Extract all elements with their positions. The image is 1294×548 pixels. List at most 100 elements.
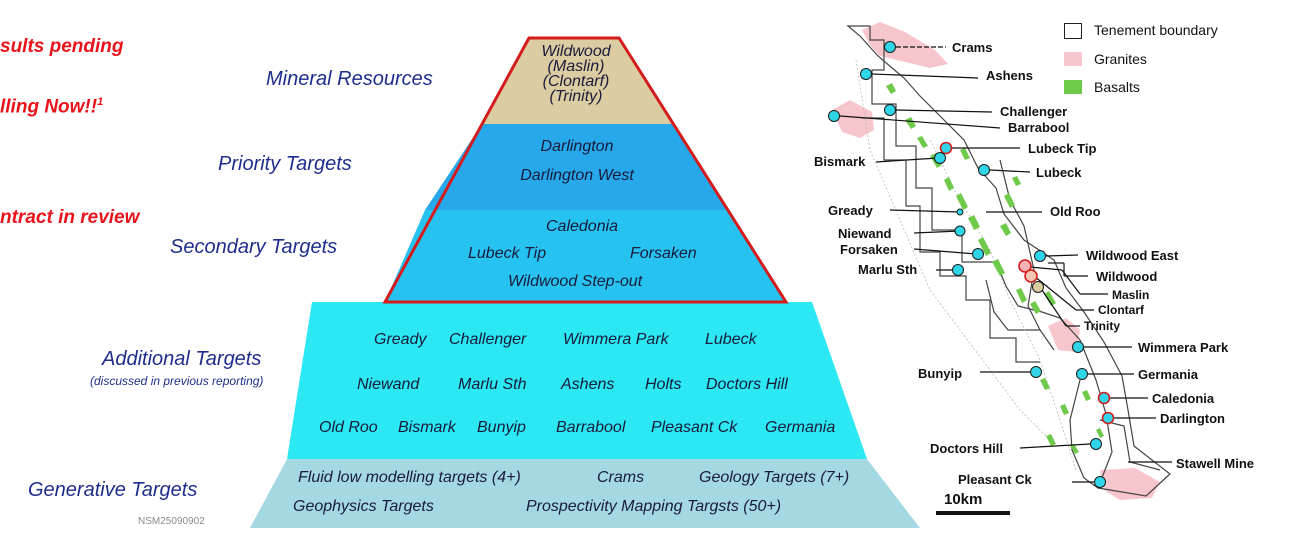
- tier-label-additional: Additional Targets: [102, 348, 262, 370]
- document-code: NSM25090902: [138, 516, 205, 527]
- dot-crams: [884, 41, 896, 53]
- faint-boundaries: [855, 59, 1077, 471]
- target-bunyip: Bunyip: [477, 419, 526, 436]
- target-darlington-west: Darlington West: [520, 167, 634, 184]
- target-ashens: Ashens: [561, 376, 615, 393]
- dot-caledonia: [1097, 391, 1111, 405]
- target-wimmera-park: Wimmera Park: [563, 331, 669, 348]
- target-holts: Holts: [645, 376, 682, 393]
- tier-mineral-band: [482, 38, 672, 124]
- target-caledonia: Caledonia: [546, 218, 619, 235]
- target-prospectivity-mapping: Prospectivity Mapping Targsts (50+): [526, 498, 782, 515]
- tier-label-generative: Generative Targets: [28, 479, 198, 501]
- target-gready: Gready: [374, 331, 427, 348]
- map-label-old-roo: Old Roo: [1050, 204, 1101, 219]
- dot-forsaken: [972, 248, 984, 260]
- dot-lubeck: [978, 164, 990, 176]
- dot-wildwood: [1018, 259, 1032, 273]
- map-label-wildwood-east: Wildwood East: [1086, 248, 1179, 263]
- map-label-lubeck-tip: Lubeck Tip: [1028, 141, 1097, 156]
- target-lubeck-tip: Lubeck Tip: [468, 245, 547, 262]
- map-label-gready: Gready: [828, 203, 873, 218]
- dot-bismark: [934, 152, 946, 164]
- target-germania: Germania: [765, 419, 836, 436]
- dot-bunyip: [1030, 366, 1042, 378]
- target-doctors-hill: Doctors Hill: [706, 376, 788, 393]
- map-label-bismark: Bismark: [814, 154, 866, 169]
- target-maslin: (Maslin): [547, 58, 605, 75]
- scale-bar: [936, 511, 1010, 515]
- legend-granites-swatch: [1064, 52, 1082, 66]
- target-challenger: Challenger: [449, 331, 527, 348]
- tier-sublabel-additional: (discussed in previous reporting): [90, 374, 264, 388]
- target-geology-targets: Geology Targets (7+): [699, 469, 850, 486]
- highlight-outline: [382, 36, 789, 304]
- dot-marlu-sth: [952, 264, 964, 276]
- tier-additional-band: [287, 302, 867, 459]
- dot-ashens: [860, 68, 872, 80]
- granite-northwest: [832, 100, 874, 138]
- map-label-stawell-mine: Stawell Mine: [1176, 456, 1255, 471]
- map-label-wimmera-park: Wimmera Park: [1138, 340, 1229, 355]
- legend-tenement-swatch: [1064, 23, 1082, 39]
- tier-label-secondary: Secondary Targets: [170, 236, 338, 258]
- scale-bar-label: 10km: [944, 491, 983, 508]
- target-marlu-sth: Marlu Sth: [458, 376, 527, 393]
- dot-clontarf: [1032, 281, 1044, 293]
- granite-north: [862, 22, 948, 68]
- map-label-bunyip: Bunyip: [918, 366, 963, 381]
- dot-challenger: [884, 104, 896, 116]
- dot-wildwood-east: [1034, 250, 1046, 262]
- legend-basalts-swatch: [1064, 80, 1082, 94]
- tier-secondary-band: [385, 210, 786, 302]
- map-label-marlu-sth: Marlu Sth: [858, 262, 918, 277]
- map-label-pleasant-ck: Pleasant Ck: [958, 472, 1032, 487]
- map-label-clontarf: Clontarf: [1098, 303, 1144, 317]
- target-barrabool: Barrabool: [556, 419, 626, 436]
- basalt-strips: [886, 83, 1104, 454]
- note-drilling-now-text: lling Now!!: [0, 96, 98, 118]
- note-superscript: 1: [97, 96, 104, 108]
- map-label-darlington: Darlington: [1160, 411, 1225, 426]
- map-label-germania: Germania: [1138, 367, 1198, 382]
- dot-darlington: [1101, 411, 1115, 425]
- target-lubeck: Lubeck: [705, 331, 757, 348]
- map-label-niewand: Niewand: [838, 226, 892, 241]
- target-darlington: Darlington: [540, 138, 614, 155]
- tier-label-priority: Priority Targets: [218, 153, 352, 175]
- tier-priority-band: [425, 124, 728, 210]
- legend-basalts-label: Basalts: [1094, 79, 1140, 95]
- target-niewand: Niewand: [357, 376, 420, 393]
- target-trinity: (Trinity): [549, 88, 603, 105]
- map-label-caledonia: Caledonia: [1152, 391, 1215, 406]
- target-pleasant-ck: Pleasant Ck: [651, 419, 738, 436]
- leader-lines: [839, 46, 1172, 483]
- map-label-forsaken: Forsaken: [840, 242, 898, 257]
- target-crams: Crams: [597, 469, 645, 486]
- target-dots: [828, 41, 1115, 488]
- map-label-ashens: Ashens: [986, 68, 1033, 83]
- target-clontarf: (Clontarf): [542, 73, 610, 90]
- tier-mineral-items: Wildwood (Maslin) (Clontarf) (Trinity): [516, 44, 636, 105]
- map-label-lubeck: Lubeck: [1036, 165, 1082, 180]
- dot-gready: [956, 208, 964, 216]
- granite-south: [1100, 468, 1160, 500]
- map-label-barrabool: Barrabool: [1008, 120, 1070, 135]
- target-fluid-flow-modelling: Fluid low modelling targets (4+): [298, 469, 521, 486]
- target-old-roo: Old Roo: [319, 419, 378, 436]
- legend-tenement-label: Tenement boundary: [1094, 22, 1218, 38]
- dot-niewand: [954, 225, 966, 237]
- tier-label-mineral: Mineral Resources: [266, 68, 433, 90]
- dot-pleasant-ck: [1094, 476, 1106, 488]
- dot-barrabool: [828, 110, 840, 122]
- note-contract-review: ntract in review: [0, 207, 140, 228]
- target-wildwood-step-out: Wildwood Step-out: [508, 273, 643, 290]
- dot-germania: [1076, 368, 1088, 380]
- target-bismark: Bismark: [398, 419, 456, 436]
- map-label-doctors-hill: Doctors Hill: [930, 441, 1003, 456]
- dot-wimmera-park: [1072, 341, 1084, 353]
- note-drilling-now: lling Now!!1: [0, 96, 103, 118]
- dot-lubeck-tip: [939, 141, 953, 155]
